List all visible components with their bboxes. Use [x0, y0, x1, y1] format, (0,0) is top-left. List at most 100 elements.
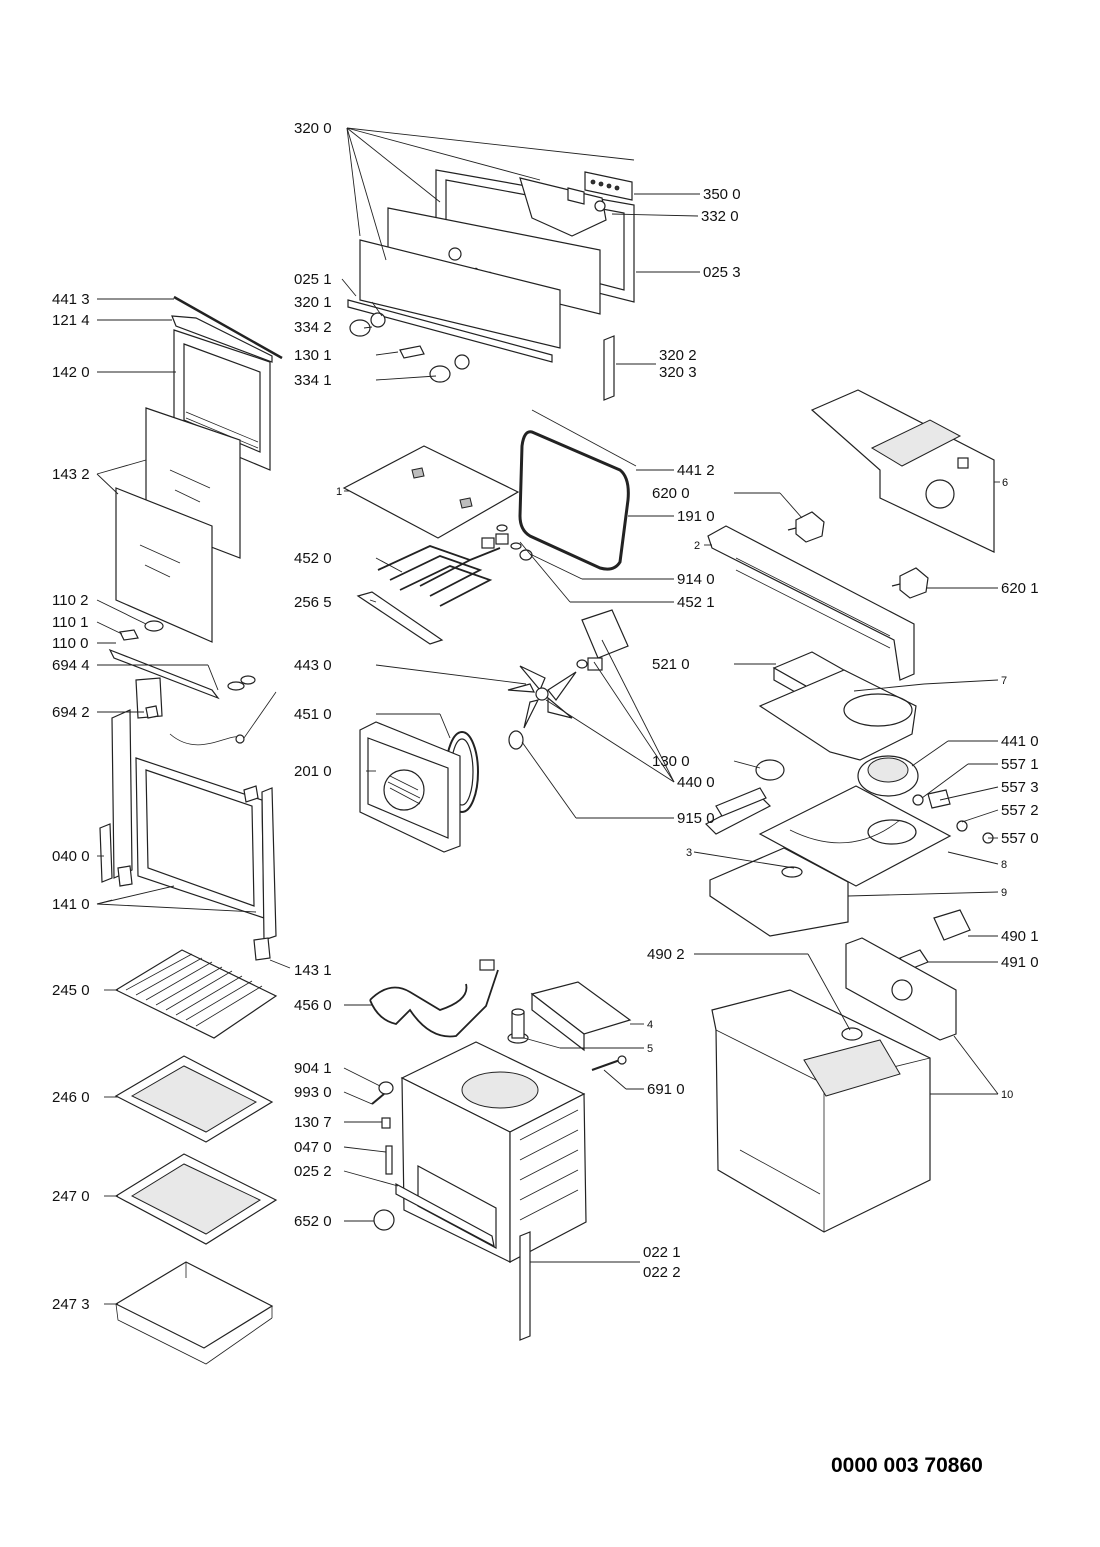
label-320-1: 320 1	[294, 294, 332, 311]
label-022-2: 022 2	[643, 1264, 681, 1281]
label-993-0: 993 0	[294, 1084, 332, 1101]
label-10: 10	[1001, 1089, 1013, 1101]
label-191-0: 191 0	[677, 508, 715, 525]
wire-shelf	[114, 949, 278, 1039]
selector-switch-620-1	[891, 567, 929, 599]
label-334-2: 334 2	[294, 319, 332, 336]
baking-tray-247	[114, 1153, 278, 1245]
top-heating-element	[356, 524, 533, 645]
leader-lines	[96, 127, 1000, 1305]
label-443-0: 443 0	[294, 657, 332, 674]
label-1: 1	[336, 486, 342, 498]
label-557-3: 557 3	[1001, 779, 1039, 796]
bottom-plate-8	[758, 785, 952, 887]
thermostat-5	[507, 1008, 529, 1044]
selector-switch-620-0	[787, 511, 825, 543]
label-025-3: 025 3	[703, 264, 741, 281]
label-620-1: 620 1	[1001, 580, 1039, 597]
label-025-1: 025 1	[294, 271, 332, 288]
label-694-2: 694 2	[52, 704, 90, 721]
tangential-fan-441	[857, 755, 919, 797]
label-047-0: 047 0	[294, 1139, 332, 1156]
label-490-2: 490 2	[647, 946, 685, 963]
cavity-top-plate	[342, 445, 520, 539]
baking-tray-246	[114, 1055, 274, 1143]
fan-blade	[507, 665, 577, 729]
label-557-0: 557 0	[1001, 830, 1039, 847]
label-350-0: 350 0	[703, 186, 741, 203]
label-025-2: 025 2	[294, 1163, 332, 1180]
knob-lower	[429, 354, 470, 383]
label-694-4: 694 4	[52, 657, 90, 674]
label-557-1: 557 1	[1001, 756, 1039, 773]
label-8: 8	[1001, 859, 1007, 871]
label-110-1: 110 1	[52, 614, 88, 631]
mount-bracket-4	[530, 981, 632, 1052]
label-143-1: 143 1	[294, 962, 332, 979]
label-130-1: 130 1	[294, 347, 332, 364]
label-320-0: 320 0	[294, 120, 332, 137]
label-143-2: 143 2	[52, 466, 90, 483]
label-452-1: 452 1	[677, 594, 715, 611]
label-441-0: 441 0	[1001, 733, 1039, 750]
label-5: 5	[647, 1043, 653, 1055]
connector-490-1	[933, 909, 971, 941]
rear-plate-490-2	[841, 937, 957, 1041]
label-334-1: 334 1	[294, 372, 332, 389]
inner-door-frame	[99, 705, 277, 961]
label-452-0: 452 0	[294, 550, 332, 567]
diagram-reference-number: 0000 003 70860	[831, 1454, 983, 1477]
side-trim-022	[519, 1231, 531, 1341]
side-strip	[603, 335, 615, 401]
timer-module	[584, 171, 633, 201]
label-521-0: 521 0	[652, 656, 690, 673]
label-141-0: 141 0	[52, 896, 90, 913]
meat-probe	[108, 648, 277, 746]
label-557-2: 557 2	[1001, 802, 1039, 819]
label-491-0: 491 0	[1001, 954, 1039, 971]
label-022-1: 022 1	[643, 1244, 681, 1261]
label-915-0: 915 0	[677, 810, 715, 827]
label-441-3: 441 3	[52, 291, 90, 308]
label-121-4: 121 4	[52, 312, 90, 329]
label-332-0: 332 0	[701, 208, 739, 225]
label-440-0: 440 0	[677, 774, 715, 791]
label-4: 4	[647, 1019, 653, 1031]
label-914-0: 914 0	[677, 571, 715, 588]
label-652-0: 652 0	[294, 1213, 332, 1230]
label-456-0: 456 0	[294, 997, 332, 1014]
label-441-2: 441 2	[677, 462, 715, 479]
thermal-fuses-557	[912, 789, 994, 844]
top-rail-2	[707, 525, 915, 681]
door-top-trim	[171, 295, 283, 363]
label-110-2: 110 2	[52, 592, 88, 609]
bottom-heating-element	[369, 959, 499, 1038]
label-142-0: 142 0	[52, 364, 90, 381]
oven-cavity	[400, 1041, 587, 1263]
label-320-3: 320 3	[659, 364, 697, 381]
timer-130-0	[704, 759, 785, 835]
label-490-1: 490 1	[1001, 928, 1039, 945]
lock-691	[591, 1055, 627, 1071]
part-labels: 320 0 350 0 332 0 025 1 025 3 320 1 334 …	[52, 120, 1039, 1313]
outer-casing-10	[711, 989, 931, 1233]
knob-upper	[349, 312, 386, 337]
label-130-7: 130 7	[294, 1114, 332, 1131]
inner-glass-pane-2	[115, 487, 213, 643]
label-7: 7	[1001, 675, 1007, 687]
label-245-0: 245 0	[52, 982, 90, 999]
label-246-0: 246 0	[52, 1089, 90, 1106]
hinge-washer	[119, 620, 164, 641]
rack-247-3	[114, 1261, 274, 1365]
label-904-1: 904 1	[294, 1060, 332, 1077]
label-691-0: 691 0	[647, 1081, 685, 1098]
label-9: 9	[1001, 887, 1007, 899]
fan-housing-7	[758, 669, 917, 761]
label-256-5: 256 5	[294, 594, 332, 611]
label-130-0: 130 0	[652, 753, 690, 770]
label-6: 6	[1002, 477, 1008, 489]
label-040-0: 040 0	[52, 848, 90, 865]
label-320-2: 320 2	[659, 347, 697, 364]
small-parts-left	[371, 1081, 495, 1248]
